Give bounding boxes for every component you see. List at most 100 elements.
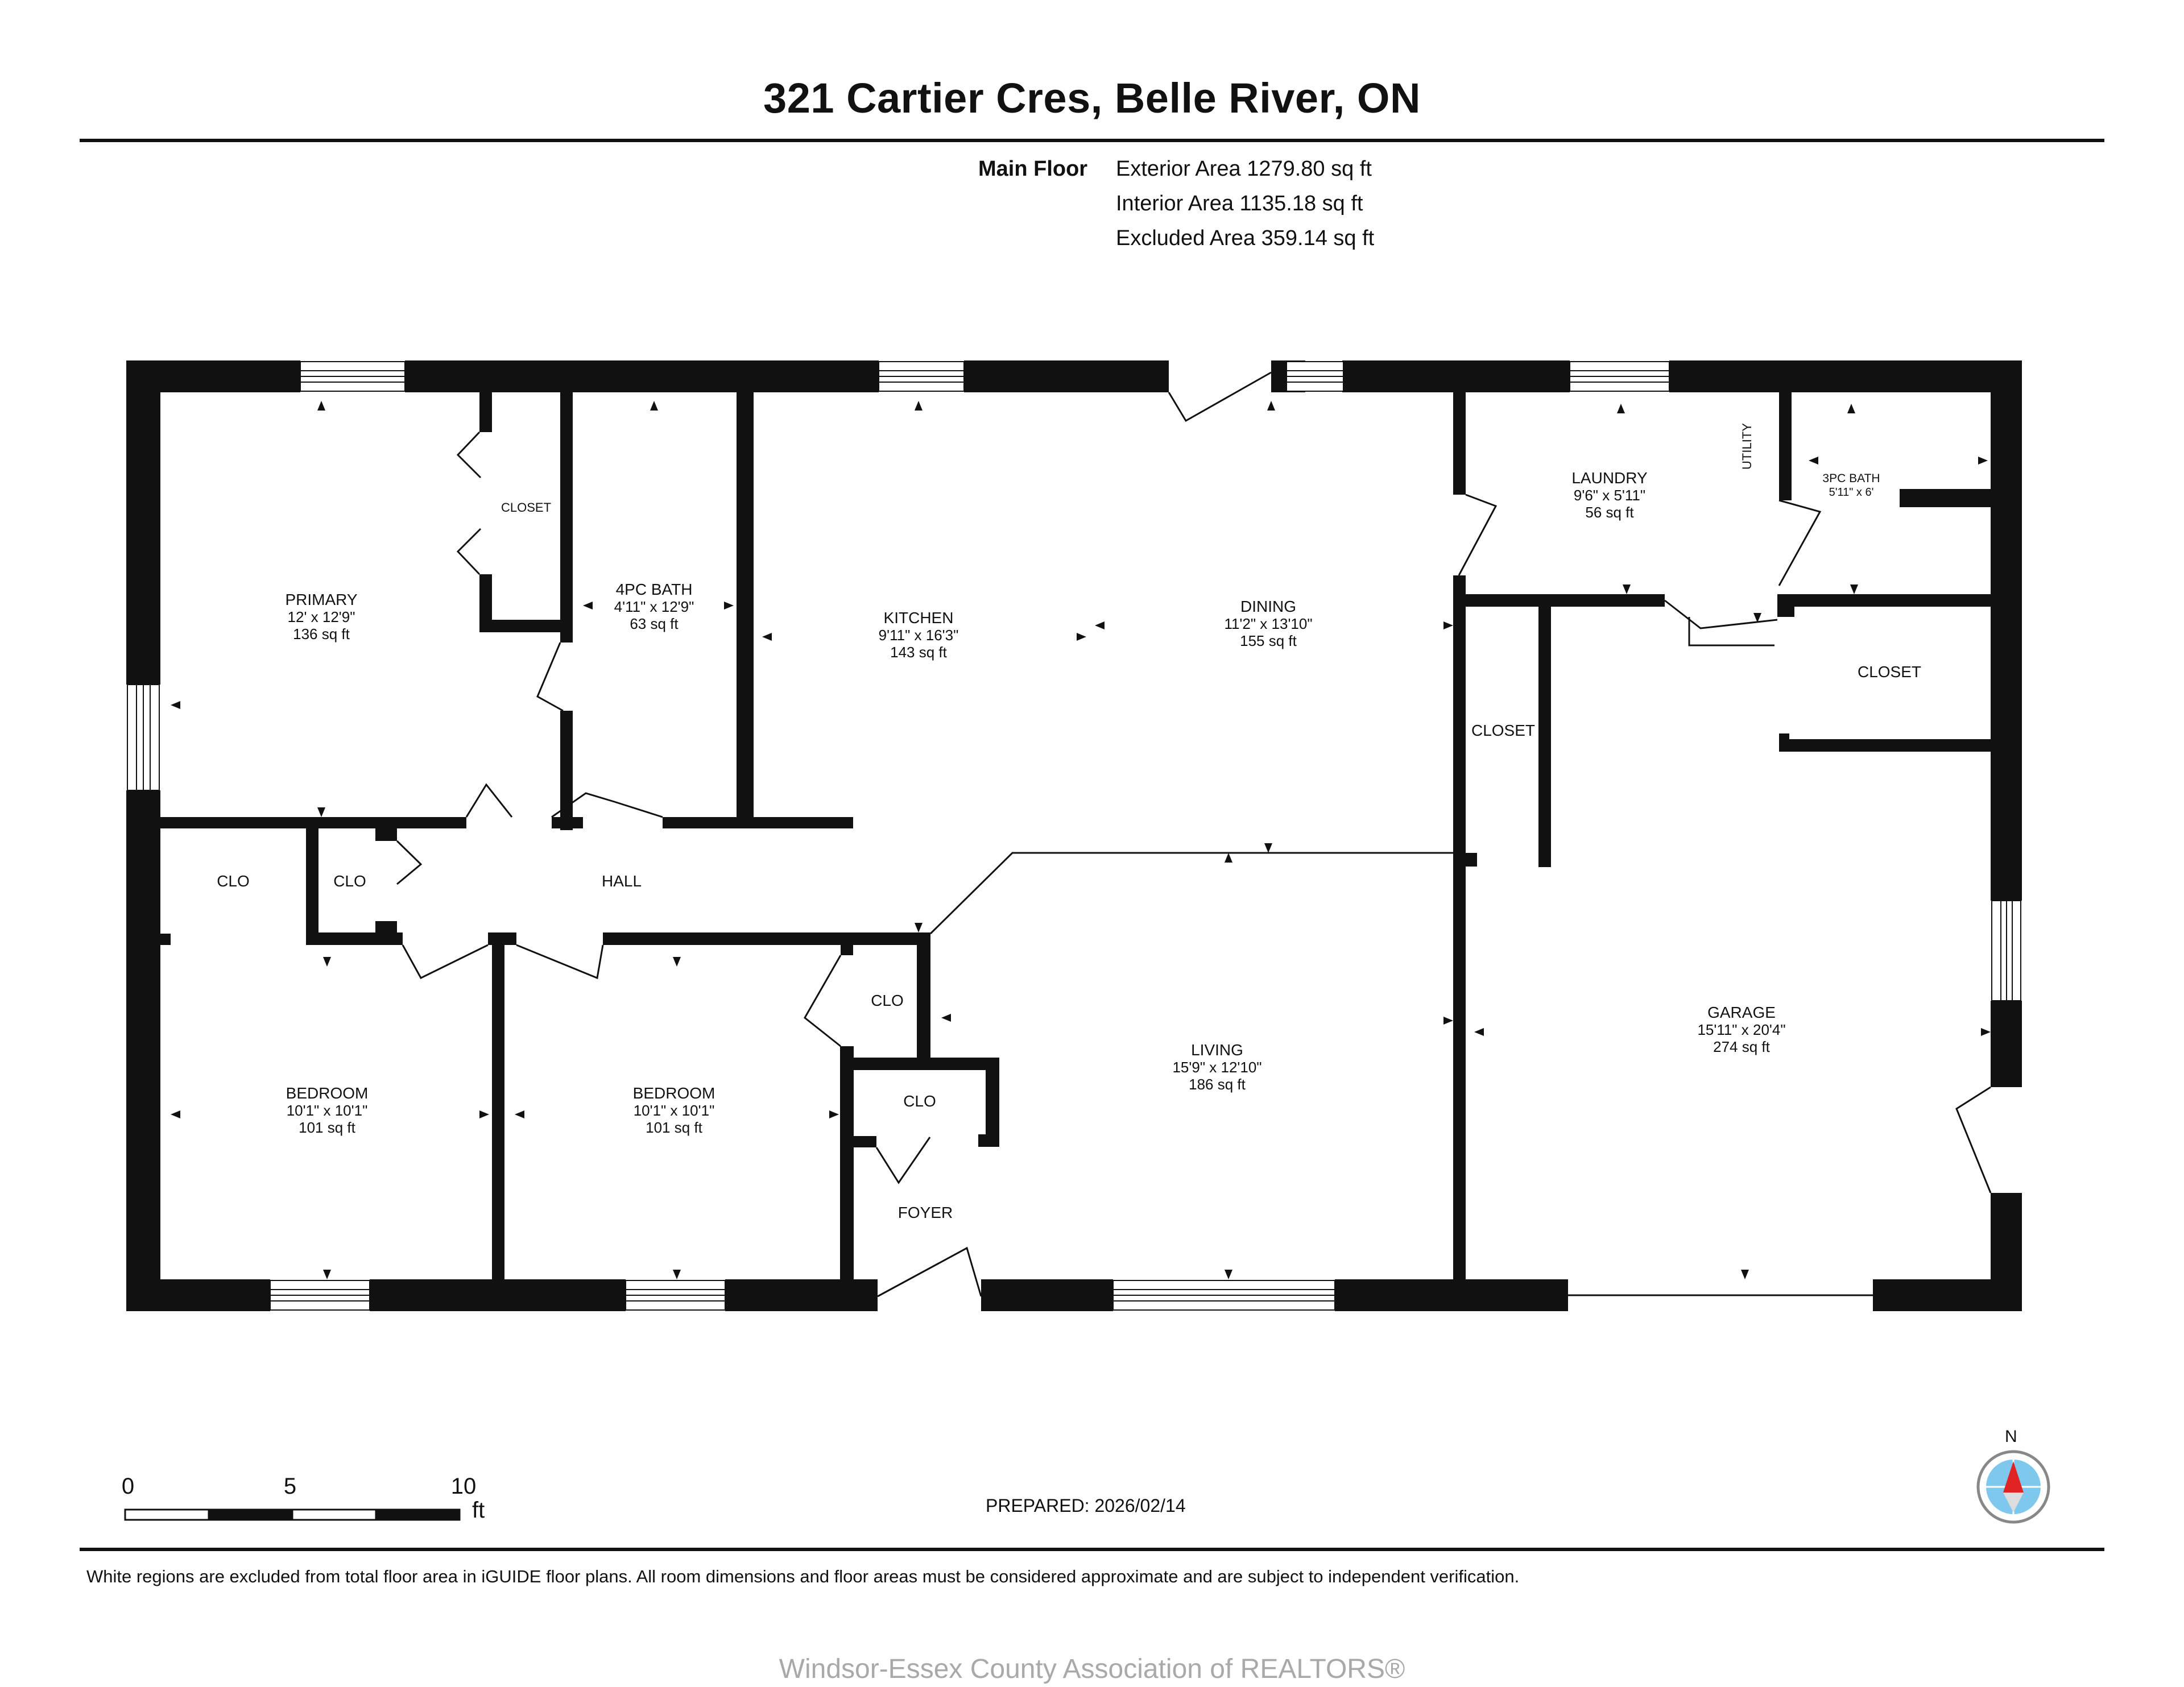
wall bbox=[479, 574, 492, 631]
door-swings bbox=[396, 371, 1992, 1298]
room-dims: 5'11" x 6' bbox=[1829, 486, 1874, 499]
wall bbox=[1900, 489, 1991, 507]
utility-label: UTILITY bbox=[1740, 423, 1754, 470]
clo-label: CLO bbox=[903, 1092, 936, 1110]
room-dims: 10'1" x 10'1" bbox=[633, 1102, 715, 1119]
wall bbox=[1453, 575, 1466, 1286]
living-boundary bbox=[929, 852, 1453, 935]
room-name: LAUNDRY bbox=[1571, 469, 1648, 487]
wall bbox=[978, 1134, 999, 1147]
wall bbox=[854, 1136, 876, 1147]
wall bbox=[1538, 594, 1551, 867]
wall bbox=[126, 1279, 270, 1311]
room-laundry: LAUNDRY 9'6" x 5'11" 56 sq ft bbox=[1571, 470, 1647, 521]
wall bbox=[560, 711, 573, 830]
room-name: 3PC BATH bbox=[1822, 472, 1880, 485]
wall bbox=[375, 921, 397, 934]
wall bbox=[1669, 360, 2022, 392]
clo-label: CLO bbox=[871, 992, 904, 1009]
wall bbox=[1466, 594, 1665, 607]
room-area: 101 sq ft bbox=[646, 1119, 702, 1136]
compass-icon bbox=[1976, 1450, 2050, 1524]
room-living: LIVING 15'9" x 12'10" 186 sq ft bbox=[1172, 1042, 1261, 1093]
room-bedroom-1: BEDROOM 10'1" x 10'1" 101 sq ft bbox=[286, 1084, 369, 1137]
boundary-lines bbox=[929, 617, 1873, 1296]
page-title: 321 Cartier Cres, Belle River, ON bbox=[763, 74, 1421, 122]
room-kitchen: KITCHEN 9'11" x 16'3" 143 sq ft bbox=[879, 610, 959, 661]
disclaimer: White regions are excluded from total fl… bbox=[86, 1566, 1520, 1586]
wall bbox=[126, 360, 160, 685]
wall bbox=[840, 1058, 999, 1070]
room-dims: 9'6" x 5'11" bbox=[1573, 487, 1646, 504]
room-dining: DINING 11'2" x 13'10" 155 sq ft bbox=[1224, 598, 1312, 650]
window-mullions bbox=[136, 370, 2013, 1301]
wall bbox=[1991, 1001, 2022, 1087]
room-area: 101 sq ft bbox=[299, 1119, 355, 1136]
room-dims: 15'9" x 12'10" bbox=[1172, 1059, 1262, 1076]
clo-label: CLO bbox=[333, 872, 366, 890]
room-area: 136 sq ft bbox=[293, 625, 350, 643]
wall bbox=[405, 360, 879, 392]
scale-segment bbox=[291, 1508, 377, 1521]
wall bbox=[725, 1279, 878, 1311]
dimension-arrows bbox=[171, 401, 1991, 1279]
room-4pc-bath: 4PC BATH 4'11" x 12'9" 63 sq ft bbox=[614, 581, 694, 633]
room-name: GARAGE bbox=[1707, 1004, 1776, 1021]
wall bbox=[1785, 594, 1991, 607]
room-area: 155 sq ft bbox=[1240, 632, 1297, 649]
wall bbox=[479, 392, 492, 432]
watermark: Windsor-Essex County Association of REAL… bbox=[779, 1654, 1405, 1684]
wall bbox=[841, 944, 853, 955]
header-rule bbox=[80, 139, 2104, 142]
wall bbox=[1779, 733, 1789, 749]
room-garage: GARAGE 15'11" x 20'4" 274 sq ft bbox=[1697, 1004, 1786, 1056]
wall bbox=[1453, 392, 1466, 495]
scale-label-10: 10 bbox=[450, 1474, 477, 1499]
wall bbox=[492, 944, 504, 1285]
wall bbox=[964, 360, 1169, 392]
wall bbox=[126, 790, 160, 1311]
wall bbox=[603, 932, 930, 945]
wall bbox=[1873, 1279, 2022, 1311]
scale-unit: ft bbox=[472, 1498, 485, 1523]
windows bbox=[127, 361, 2021, 1311]
wall bbox=[479, 620, 566, 632]
wall bbox=[917, 932, 930, 1058]
wall bbox=[560, 392, 573, 643]
hall-label: HALL bbox=[601, 872, 642, 890]
wall bbox=[986, 1058, 999, 1146]
room-name: 4PC BATH bbox=[615, 581, 693, 598]
closet-label: CLOSET bbox=[1857, 663, 1922, 681]
scale-segment bbox=[375, 1508, 461, 1521]
room-dims: 9'11" x 16'3" bbox=[878, 627, 959, 644]
closet-label: CLOSET bbox=[1471, 722, 1536, 739]
scale-segment bbox=[208, 1508, 293, 1521]
prepared-date: PREPARED: 2026/02/14 bbox=[986, 1495, 1186, 1516]
room-dims: 12' x 12'9" bbox=[287, 608, 355, 625]
wall bbox=[375, 828, 397, 841]
clo-label: CLO bbox=[217, 872, 250, 890]
room-area: 56 sq ft bbox=[1585, 504, 1634, 521]
room-dims: 15'11" x 20'4" bbox=[1697, 1021, 1786, 1038]
scale-label-0: 0 bbox=[121, 1474, 135, 1499]
room-primary: PRIMARY 12' x 12'9" 136 sq ft bbox=[285, 591, 357, 643]
compass-north-label: N bbox=[2005, 1427, 2017, 1446]
exterior-area: Exterior Area 1279.80 sq ft bbox=[1116, 157, 1372, 181]
room-name: PRIMARY bbox=[285, 591, 358, 608]
room-name: BEDROOM bbox=[286, 1084, 369, 1102]
wall bbox=[552, 817, 583, 828]
room-area: 143 sq ft bbox=[890, 644, 947, 661]
room-area: 274 sq ft bbox=[1713, 1038, 1770, 1055]
room-area: 186 sq ft bbox=[1189, 1076, 1246, 1093]
room-3pc-bath: 3PC BATH 5'11" x 6' bbox=[1822, 472, 1880, 499]
wall bbox=[1466, 853, 1477, 867]
wall bbox=[737, 392, 754, 822]
wall bbox=[840, 1046, 854, 1279]
scale-label-5: 5 bbox=[283, 1474, 297, 1499]
wall bbox=[1342, 360, 1570, 392]
room-dims: 10'1" x 10'1" bbox=[286, 1102, 368, 1119]
wall bbox=[1335, 1279, 1568, 1311]
wall bbox=[306, 932, 403, 945]
room-area: 63 sq ft bbox=[630, 615, 679, 632]
